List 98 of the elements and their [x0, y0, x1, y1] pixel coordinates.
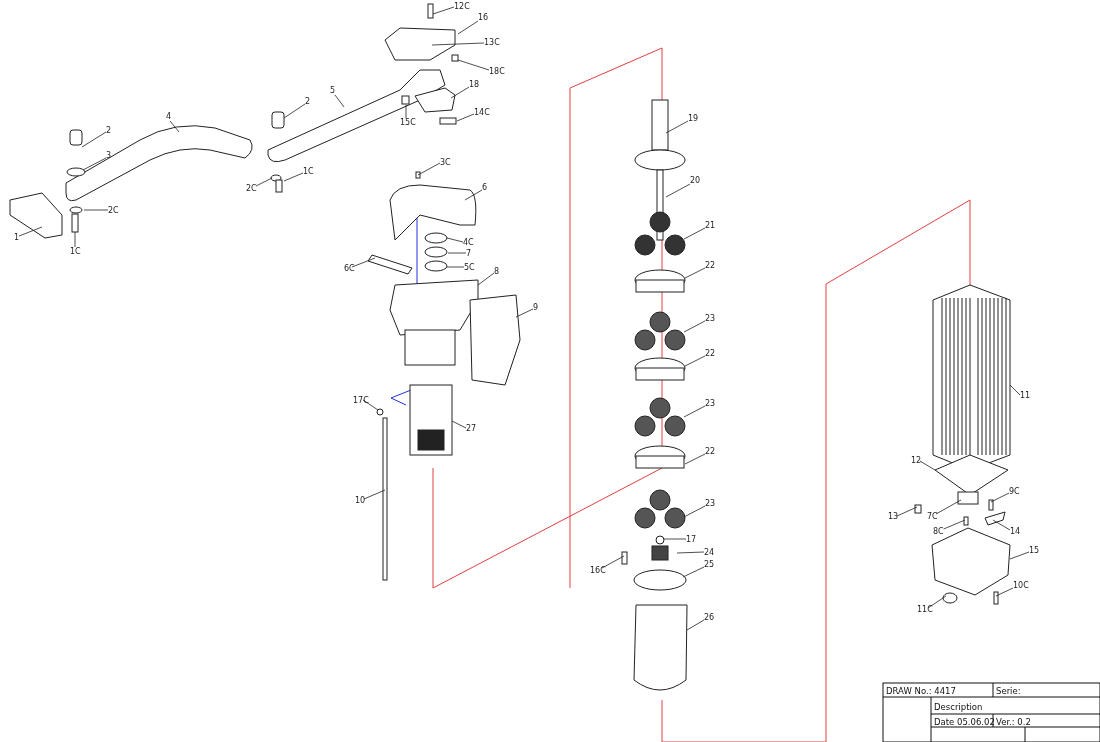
leader-line [457, 59, 490, 71]
leader-line [351, 257, 376, 268]
leader-line [451, 420, 467, 429]
leader-line [990, 492, 1010, 503]
callout-number: 22 [705, 349, 716, 358]
leader-line [1009, 551, 1030, 560]
callout-number: 12 [911, 456, 922, 465]
leader-line [74, 231, 76, 248]
description-label: Description [934, 702, 983, 712]
callout-number: 16C [590, 566, 606, 575]
callout-number: 2 [106, 126, 112, 135]
callout-number: 25 [704, 560, 715, 569]
motor-cover-drawing [914, 284, 1011, 605]
leader-line [683, 227, 706, 240]
callout-number: 24 [704, 548, 715, 557]
callout-number: 2C [246, 184, 257, 193]
callout-number: 23 [705, 399, 716, 408]
callout-number: 1C [70, 247, 81, 256]
leader-line [935, 499, 962, 515]
callout-number: 18 [469, 80, 480, 89]
version-label: Ver.: 0.2 [996, 717, 1031, 727]
leader-line [255, 177, 273, 187]
leader-line [682, 566, 705, 578]
callout-number: 9C [1009, 487, 1020, 496]
leader-line [450, 86, 470, 99]
leader-line [601, 555, 625, 569]
leader-line [515, 308, 534, 318]
callout-number: 22 [705, 261, 716, 270]
callout-number: 12C [454, 2, 470, 11]
leader-line [283, 103, 306, 119]
leader-line [477, 272, 495, 286]
leader-line [919, 460, 936, 471]
leader-line [896, 506, 918, 517]
leader-line [446, 237, 464, 243]
leader-line [686, 619, 705, 631]
callout-number: 13 [888, 512, 899, 521]
date-label: Date 05.06.02 [934, 717, 995, 727]
leader-line [665, 120, 689, 134]
leader-line [684, 267, 706, 279]
callout-number: 10 [355, 496, 366, 505]
leader-line [683, 320, 706, 333]
leader-line [169, 120, 180, 133]
leader-line [283, 172, 304, 182]
planetary-gear-stack-drawing [621, 99, 688, 691]
leader-line [82, 157, 107, 171]
leader-line [1009, 384, 1021, 396]
callout-number: 6C [344, 264, 355, 273]
leader-line [363, 489, 386, 500]
leader-line [684, 355, 706, 367]
callout-number: 4 [166, 112, 172, 121]
callout-number: 22 [705, 447, 716, 456]
callout-number: 9 [533, 303, 539, 312]
callout-number: 11 [1020, 391, 1031, 400]
callout-number: 17 [686, 535, 697, 544]
leader-line [683, 405, 706, 418]
callout-number: 21 [705, 221, 716, 230]
callout-number: 3 [106, 151, 112, 160]
callout-number: 15 [1029, 546, 1040, 555]
leader-line [684, 453, 706, 465]
leader-line [943, 519, 966, 530]
leader-line [464, 189, 483, 201]
leader-line [663, 538, 687, 540]
leader-line [447, 252, 467, 254]
callout-number: 11C [917, 605, 933, 614]
leader-line [334, 94, 345, 108]
leader-line [405, 104, 407, 119]
callout-number: 16 [478, 13, 489, 22]
callout-number: 19 [688, 114, 699, 123]
drawing-number: DRAW No.: 4417 [886, 686, 956, 696]
leader-line [431, 42, 485, 46]
callout-number: 20 [690, 176, 701, 185]
leader-line [83, 209, 109, 211]
leader-line [683, 505, 706, 518]
leader-line [456, 113, 475, 122]
leader-line [927, 595, 947, 609]
callout-number: 1 [14, 233, 20, 242]
callout-number: 13C [484, 38, 500, 47]
leader-line [457, 20, 479, 35]
callout-number: 26 [704, 613, 715, 622]
callout-number: 10C [1013, 581, 1029, 590]
leader-line [992, 519, 1011, 531]
series-label: Serie: [996, 686, 1021, 696]
leader-line [417, 162, 441, 176]
gearmotor-housing-drawing [367, 171, 521, 581]
callout-number: 17C [353, 396, 369, 405]
leader-line [81, 131, 107, 148]
callout-number: 23 [705, 499, 716, 508]
leader-line [676, 551, 705, 554]
callout-number: 14 [1010, 527, 1021, 536]
leader-line [446, 266, 465, 268]
leader-line [18, 226, 43, 237]
callout-number: 18C [489, 67, 505, 76]
callout-number: 23 [705, 314, 716, 323]
leader-line [432, 6, 455, 15]
leader-line [665, 183, 691, 198]
leader-line [995, 587, 1014, 597]
callout-number: 14C [474, 108, 490, 117]
callout-number: 2C [108, 206, 119, 215]
